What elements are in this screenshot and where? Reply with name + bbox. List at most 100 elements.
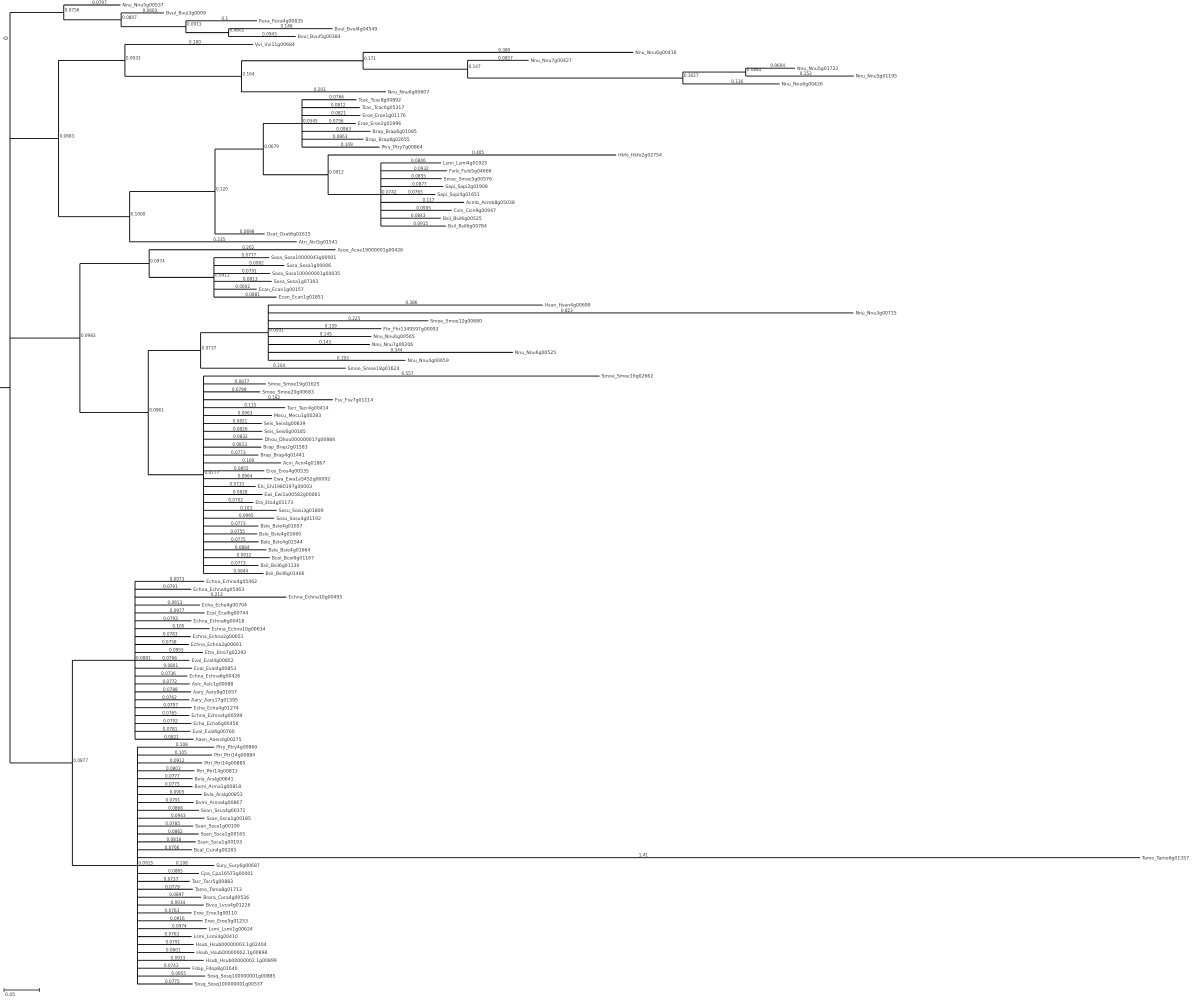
branch-length-label: 0.0775 [231, 537, 246, 542]
branch-length-label: 0.0943 [262, 32, 277, 37]
leaf-label: Fsv_Fsv7g01114 [335, 397, 373, 403]
node-support-label: 0.0601 [230, 28, 245, 33]
branch-length-label: 0.0737 [164, 876, 179, 881]
leaf-label: Ewi_Ewi1a00582g00061 [264, 492, 320, 498]
branch-length-label: 0.204 [273, 363, 285, 368]
node-support-label: 0.0777 [204, 470, 219, 475]
branch-length-label: 0.159 [325, 324, 337, 329]
branch-length-label: 0.0862 [168, 829, 183, 834]
branch-length-label: 0.146 [281, 24, 293, 29]
leaf-label: Bcol_Bcol6g01167 [272, 555, 314, 561]
branch-length-label: 0.1 [221, 16, 228, 21]
branch-length-label: 0.0763 [165, 908, 180, 913]
branch-length-label: 0.193 [337, 355, 349, 360]
leaf-label: Echna_Echna2g00651 [193, 634, 244, 640]
branch-length-label: 0.0743 [164, 963, 179, 968]
branch-length-label: 0.103 [240, 505, 252, 510]
leaf-label: Hsub_Hsub00000002.1g00899 [206, 958, 277, 964]
node-support-label: 0.0983 [81, 333, 96, 338]
leaf-label: Bvla_Aralg00841 [195, 776, 234, 782]
root-label: 0 [3, 36, 10, 40]
leaf-label: Bsle_Bsle4g01660 [259, 532, 301, 538]
branch-length-label: 0.105 [175, 750, 187, 755]
branch-length-label: 0.0974 [172, 924, 187, 929]
leaf-label: Sosa_Sosa1g07303 [274, 279, 319, 285]
node-support-label: 0.0679 [264, 144, 279, 149]
branch-length-label: 0.0773 [231, 521, 246, 526]
branch-length-label: 0.0855 [234, 466, 249, 471]
branch-length-label: 0.0818 [167, 837, 182, 842]
branch-length-label: 0.0933 [171, 955, 186, 960]
leaf-label: Echna_Echna4g05462 [206, 579, 257, 585]
branch-length-label: 0.0801 [163, 663, 178, 668]
branch-length-label: 0.0793 [163, 616, 178, 621]
node-support-label: 0.3027 [684, 73, 699, 78]
node-support-label: 0.0877 [73, 758, 88, 763]
branch-length-label: 0.0943 [171, 813, 186, 818]
leaf-label: Ptry_Ptry4g00860 [216, 745, 257, 751]
leaf-label: Echna_Echna2g00661 [191, 642, 242, 648]
branch-length-label: 0.0932 [414, 166, 429, 171]
leaf-label: Eros_Eros4g00535 [266, 468, 309, 474]
leaf-label: Echna_Echna6g00418 [193, 618, 244, 624]
branch-length-label: 0.0844 [233, 568, 248, 573]
leaf-label: Ssan_Ssca1g00185 [206, 816, 251, 822]
branch-length-label: 0.0702 [228, 497, 243, 502]
leaf-label: Tamo_Tamo8g01713 [194, 887, 242, 893]
leaf-label: Hsub_Hsub00000003.1g02404 [196, 942, 267, 948]
branch-length-label: 0.0812 [331, 103, 346, 108]
branch-length-label: 0.405 [472, 150, 484, 155]
leaf-label: Echa_Echa4g01274 [194, 705, 239, 711]
leaf-label: Sosq_Sosq100000001g00537 [195, 982, 263, 988]
leaf-label: Echna_Echna10g00495 [288, 595, 342, 601]
leaf-label: Sapi_Sapi2g01908 [445, 184, 488, 190]
branch-length-label: 0.0791 [166, 940, 181, 945]
branch-length-label: 0.115 [244, 403, 256, 408]
leaf-label: Aary_Aary17g01595 [191, 697, 238, 703]
node-support-label: 0.0742 [382, 189, 397, 194]
leaf-label: Ecan_Ecan1g01851 [279, 295, 324, 301]
branch-length-label: 0.0973 [170, 576, 185, 581]
leaf-label: Brora_Cora4g00536 [203, 895, 249, 901]
leaf-label: Bsle_Bsle4g02544 [261, 539, 303, 545]
leaf-label: Nnu_Nnu5g01722 [797, 66, 838, 72]
branch-length-label: 0.0791 [166, 797, 181, 802]
leaf-label: Bvul_Bvul5g00384 [298, 34, 341, 40]
branch-length-label: 0.0766 [329, 95, 344, 100]
leaf-label: Tacr_Tacr4g00414 [286, 405, 328, 411]
leaf-label: Nnu_Nnu6g00426 [782, 82, 823, 88]
branch-length-label: 0.0792 [163, 718, 178, 723]
leaf-label: Sury_Sury6g00687 [216, 863, 260, 869]
branch-length-label: 0.0897 [169, 892, 184, 897]
branch-length-label: 0.380 [498, 47, 510, 52]
leaf-label: Brap_Brap2g01583 [263, 445, 307, 451]
leaf-label: Acmb_Acmb8g05038 [466, 200, 515, 206]
leaf-label: Nnu_Nnu6g00565 [373, 334, 414, 340]
leaf-label: Seis_Seis4g00839 [264, 421, 306, 427]
branch-length-label: 0.0863 [333, 134, 348, 139]
branch-length-label: 0.0992 [249, 261, 264, 266]
branch-length-label: 0.0955 [171, 971, 186, 976]
branch-length-label: 0.0775 [165, 782, 180, 787]
leaf-label: Nnu_Nnu3g00715 [855, 311, 896, 317]
leaf-label: Fdop_Fdop8g01640 [192, 966, 237, 972]
leaf-label: Ptri_Ptri14g00885 [204, 761, 245, 767]
branch-length-label: 0.0763 [165, 932, 180, 937]
branch-length-label: 0.0813 [243, 276, 258, 281]
leaf-label: Tcac_Tcac8g00892 [357, 97, 401, 103]
branch-length-label: 0.0912 [170, 758, 185, 763]
leaf-label: Bsil_Bsil6g00784 [448, 224, 487, 230]
leaf-label: Nnu_Nnu6g00525 [515, 350, 556, 356]
node-support-label: 0.0933 [126, 55, 141, 60]
leaf-label: Nnu_Nnu7g00206 [372, 342, 413, 348]
leaf-label: Sosq_Sosq100000001g00885 [207, 974, 275, 980]
leaf-label: Nnu_Nnu6g00416 [635, 50, 676, 56]
leaf-label: Cpa_Cpa16573g00001 [201, 871, 253, 877]
leaf-label: Smoe_Smoe20g00683 [262, 389, 314, 395]
branch-length-label: 0.0766 [162, 655, 177, 660]
branch-length-label: 0.0603 [143, 8, 158, 13]
leaf-label: Tcac_Tcac6g05317 [361, 105, 405, 111]
leaf-label: Eroe_Eroe3g00110 [194, 911, 237, 917]
branch-length-label: 0.0798 [232, 387, 247, 392]
